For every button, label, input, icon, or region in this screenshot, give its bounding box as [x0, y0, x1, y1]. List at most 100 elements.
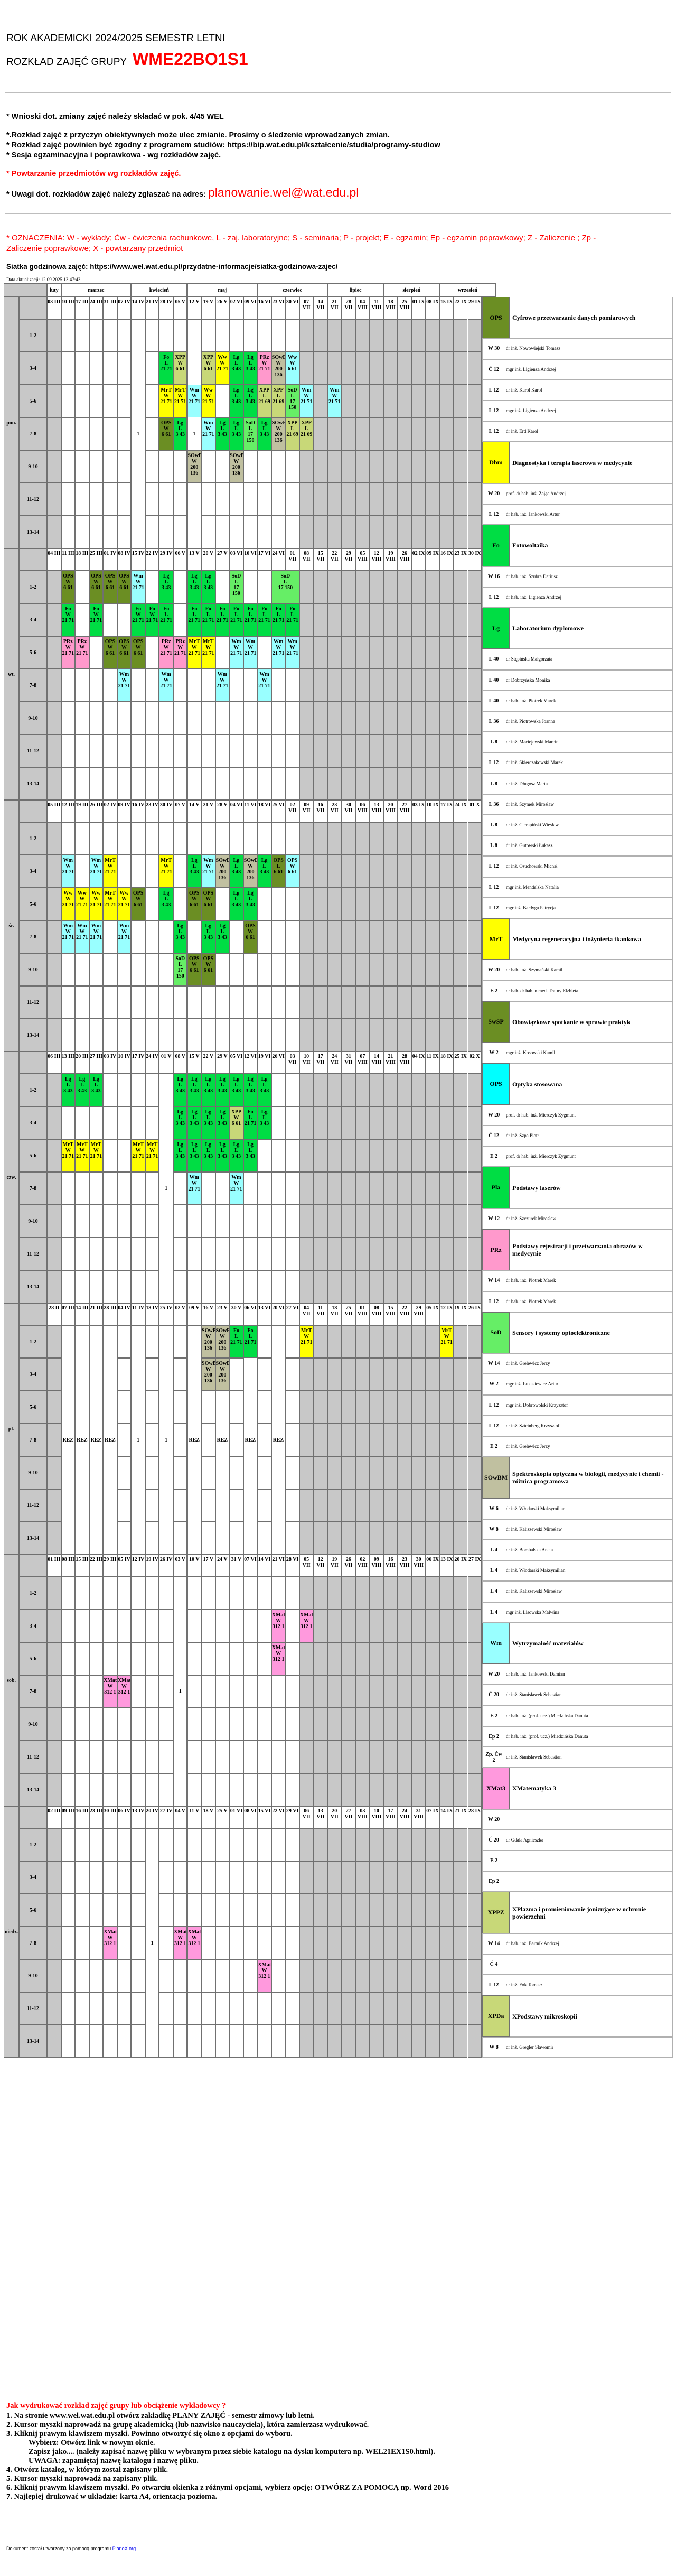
class-event[interactable]: Wm W 21 71 [117, 920, 132, 953]
class-event[interactable]: Wm W 21 71 [201, 417, 215, 450]
class-event[interactable]: Lg L 3 43 [229, 1139, 243, 1172]
class-event[interactable]: MrT W 21 71 [61, 1139, 76, 1172]
class-event[interactable]: Lg L 3 43 [159, 888, 173, 920]
class-event[interactable]: Lg L 3 43 [229, 417, 243, 450]
class-event[interactable]: Fo L 21 71 [285, 603, 299, 636]
class-event[interactable]: Lg L 3 43 [187, 1139, 202, 1172]
class-event[interactable]: MrT W 21 71 [187, 636, 202, 669]
class-event[interactable]: SOwBM W 200 136 [271, 417, 286, 450]
class-event[interactable]: SoD L 17 150 [271, 571, 299, 603]
class-event[interactable]: SoD L 17 150 [173, 953, 187, 986]
class-event[interactable]: MrT W 21 71 [173, 385, 187, 417]
class-event[interactable]: XMat3 W 312 1 [103, 1927, 117, 1959]
class-event[interactable]: Lg L 3 43 [173, 417, 187, 450]
contact-email-link[interactable]: planowanie.wel@wat.edu.pl [208, 185, 359, 199]
class-event[interactable]: Lg L 3 43 [243, 352, 258, 385]
class-event[interactable]: Lg L 3 43 [75, 1074, 89, 1106]
class-event[interactable]: Lg L 3 43 [257, 855, 271, 888]
class-event[interactable]: Wm W 21 71 [327, 385, 342, 417]
class-event[interactable]: Ww W 6 61 [285, 352, 299, 385]
class-event[interactable]: MrT W 21 71 [89, 1139, 104, 1172]
class-event[interactable]: MrT W 21 71 [299, 1325, 314, 1358]
class-event[interactable]: Lg L 3 43 [215, 920, 230, 953]
class-event[interactable]: XPP W 6 61 [201, 352, 215, 385]
class-event[interactable]: XMat3 W 312 1 [103, 1675, 117, 1708]
class-event[interactable]: Lg L 3 43 [201, 1139, 215, 1172]
class-event[interactable]: SOwBM W 200 136 [215, 1358, 230, 1391]
class-event[interactable]: XMat3 W 312 1 [271, 1642, 286, 1675]
class-event[interactable]: Fo L 21 71 [243, 1106, 258, 1139]
class-event[interactable]: OPS W 6 61 [117, 571, 132, 603]
class-event[interactable]: Wm W 21 71 [187, 385, 202, 417]
class-event[interactable]: Lg L 3 43 [187, 1074, 202, 1106]
class-event[interactable]: Lg L 3 43 [187, 571, 202, 603]
class-event[interactable]: Lg L 3 43 [257, 1074, 271, 1106]
class-event[interactable]: MrT W 21 71 [159, 385, 173, 417]
class-event[interactable]: Fo L 21 71 [229, 1325, 243, 1358]
class-event[interactable]: XMat3 W 312 1 [271, 1610, 286, 1642]
class-event[interactable]: Lg L 3 43 [215, 1074, 230, 1106]
class-event[interactable]: SoD L 17 150 [285, 385, 299, 417]
class-event[interactable]: XPP L 21 69 [285, 417, 299, 450]
class-event[interactable]: Fo W 21 71 [89, 603, 104, 636]
class-event[interactable]: Wm W 21 71 [229, 1172, 243, 1205]
class-event[interactable]: SOwBM W 200 136 [215, 1325, 230, 1358]
class-event[interactable]: MrT W 21 71 [131, 1139, 145, 1172]
class-event[interactable]: OPS W 6 61 [103, 636, 117, 669]
class-event[interactable]: OPS W 6 61 [159, 417, 173, 450]
class-event[interactable]: SOwBM W 200 136 [229, 450, 243, 483]
class-event[interactable]: Fo L 21 71 [187, 603, 202, 636]
class-event[interactable]: XPP W 6 61 [229, 1106, 243, 1139]
class-event[interactable]: SOwBM W 200 136 [215, 855, 230, 888]
class-event[interactable]: Wm W 21 71 [271, 636, 286, 669]
class-event[interactable]: Lg L 3 43 [229, 385, 243, 417]
class-event[interactable]: SOwBM W 200 136 [243, 855, 258, 888]
class-event[interactable]: Wm W 21 71 [159, 669, 173, 702]
class-event[interactable]: Lg L 3 43 [229, 1074, 243, 1106]
class-event[interactable]: Lg L 3 43 [201, 1074, 215, 1106]
class-event[interactable]: PRz W 21 71 [257, 352, 271, 385]
class-event[interactable]: Wm W 21 71 [201, 855, 215, 888]
class-event[interactable]: MrT W 21 71 [103, 888, 117, 920]
class-event[interactable]: Wm W 21 71 [89, 920, 104, 953]
class-event[interactable]: OPS W 6 61 [187, 888, 202, 920]
generator-link[interactable]: PlanoX.org [112, 2546, 136, 2551]
class-event[interactable]: Lg L 3 43 [173, 1074, 187, 1106]
class-event[interactable]: Wm W 21 71 [117, 669, 132, 702]
class-event[interactable]: Lg L 3 43 [229, 888, 243, 920]
class-event[interactable]: OPS W 6 61 [103, 571, 117, 603]
class-event[interactable]: MrT W 21 71 [439, 1325, 454, 1358]
class-event[interactable]: Lg L 3 43 [243, 888, 258, 920]
class-event[interactable]: Lg L 3 43 [215, 1106, 230, 1139]
class-event[interactable]: XMat3 W 312 1 [187, 1927, 202, 1959]
class-event[interactable]: OPS W 6 61 [201, 888, 215, 920]
class-event[interactable]: OPS W 6 61 [117, 636, 132, 669]
class-event[interactable]: Lg L 3 43 [173, 1106, 187, 1139]
class-event[interactable]: SOwBM W 200 136 [187, 450, 202, 483]
class-event[interactable]: Fo L 21 71 [243, 603, 258, 636]
class-event[interactable]: Wm W 21 71 [61, 855, 76, 888]
class-event[interactable]: Fo L 21 71 [201, 603, 215, 636]
class-event[interactable]: Lg L 3 43 [257, 1106, 271, 1139]
class-event[interactable]: Wm W 21 71 [257, 669, 271, 702]
class-event[interactable]: Wm W 21 71 [187, 1172, 202, 1205]
class-event[interactable]: Ww W 21 71 [215, 352, 230, 385]
class-event[interactable]: Lg L 3 43 [243, 385, 258, 417]
class-event[interactable]: Fo L 21 71 [159, 352, 173, 385]
class-event[interactable]: Lg L 3 43 [201, 1106, 215, 1139]
class-event[interactable]: Lg L 3 43 [173, 920, 187, 953]
class-event[interactable]: Ww W 21 71 [201, 385, 215, 417]
class-event[interactable]: Fo L 21 71 [215, 603, 230, 636]
class-event[interactable]: XPP L 21 69 [299, 417, 314, 450]
class-event[interactable]: Fo L 21 71 [229, 603, 243, 636]
class-event[interactable]: OPS W 6 61 [201, 953, 215, 986]
class-event[interactable]: SoD L 17 150 [229, 571, 243, 603]
class-event[interactable]: Fo W 21 71 [131, 603, 145, 636]
class-event[interactable]: MrT W 21 71 [75, 1139, 89, 1172]
class-event[interactable]: Wm W 21 71 [243, 636, 258, 669]
time-slots-link[interactable]: Siatka godzinowa zajęć: https://www.wel.… [6, 263, 338, 271]
class-event[interactable]: XPP L 21 69 [257, 385, 271, 417]
class-event[interactable]: PRz W 21 71 [159, 636, 173, 669]
class-event[interactable]: OPS W 6 61 [89, 571, 104, 603]
class-event[interactable]: Lg L 3 43 [173, 1139, 187, 1172]
